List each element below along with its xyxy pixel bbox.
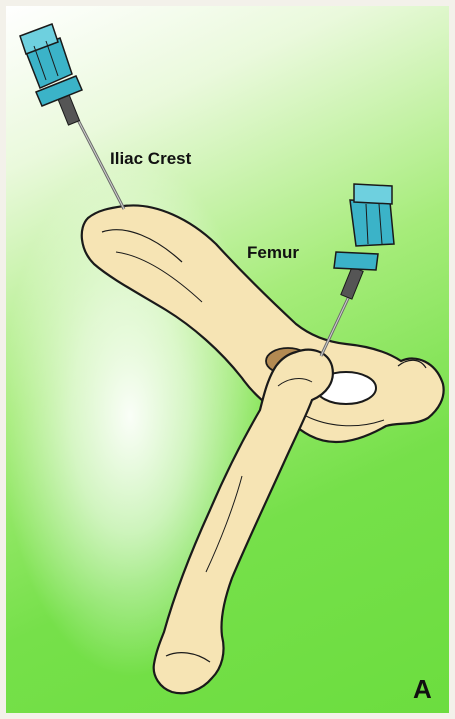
femur-label: Femur — [247, 243, 299, 263]
iliac-crest-label: Iliac Crest — [110, 149, 191, 169]
femur-needle — [321, 184, 394, 356]
illustration-panel: Iliac Crest Femur A — [6, 6, 449, 713]
panel-letter: A — [413, 674, 432, 705]
iliac-needle — [20, 24, 124, 209]
femur-bone — [154, 350, 333, 694]
anatomy-illustration — [6, 6, 449, 713]
